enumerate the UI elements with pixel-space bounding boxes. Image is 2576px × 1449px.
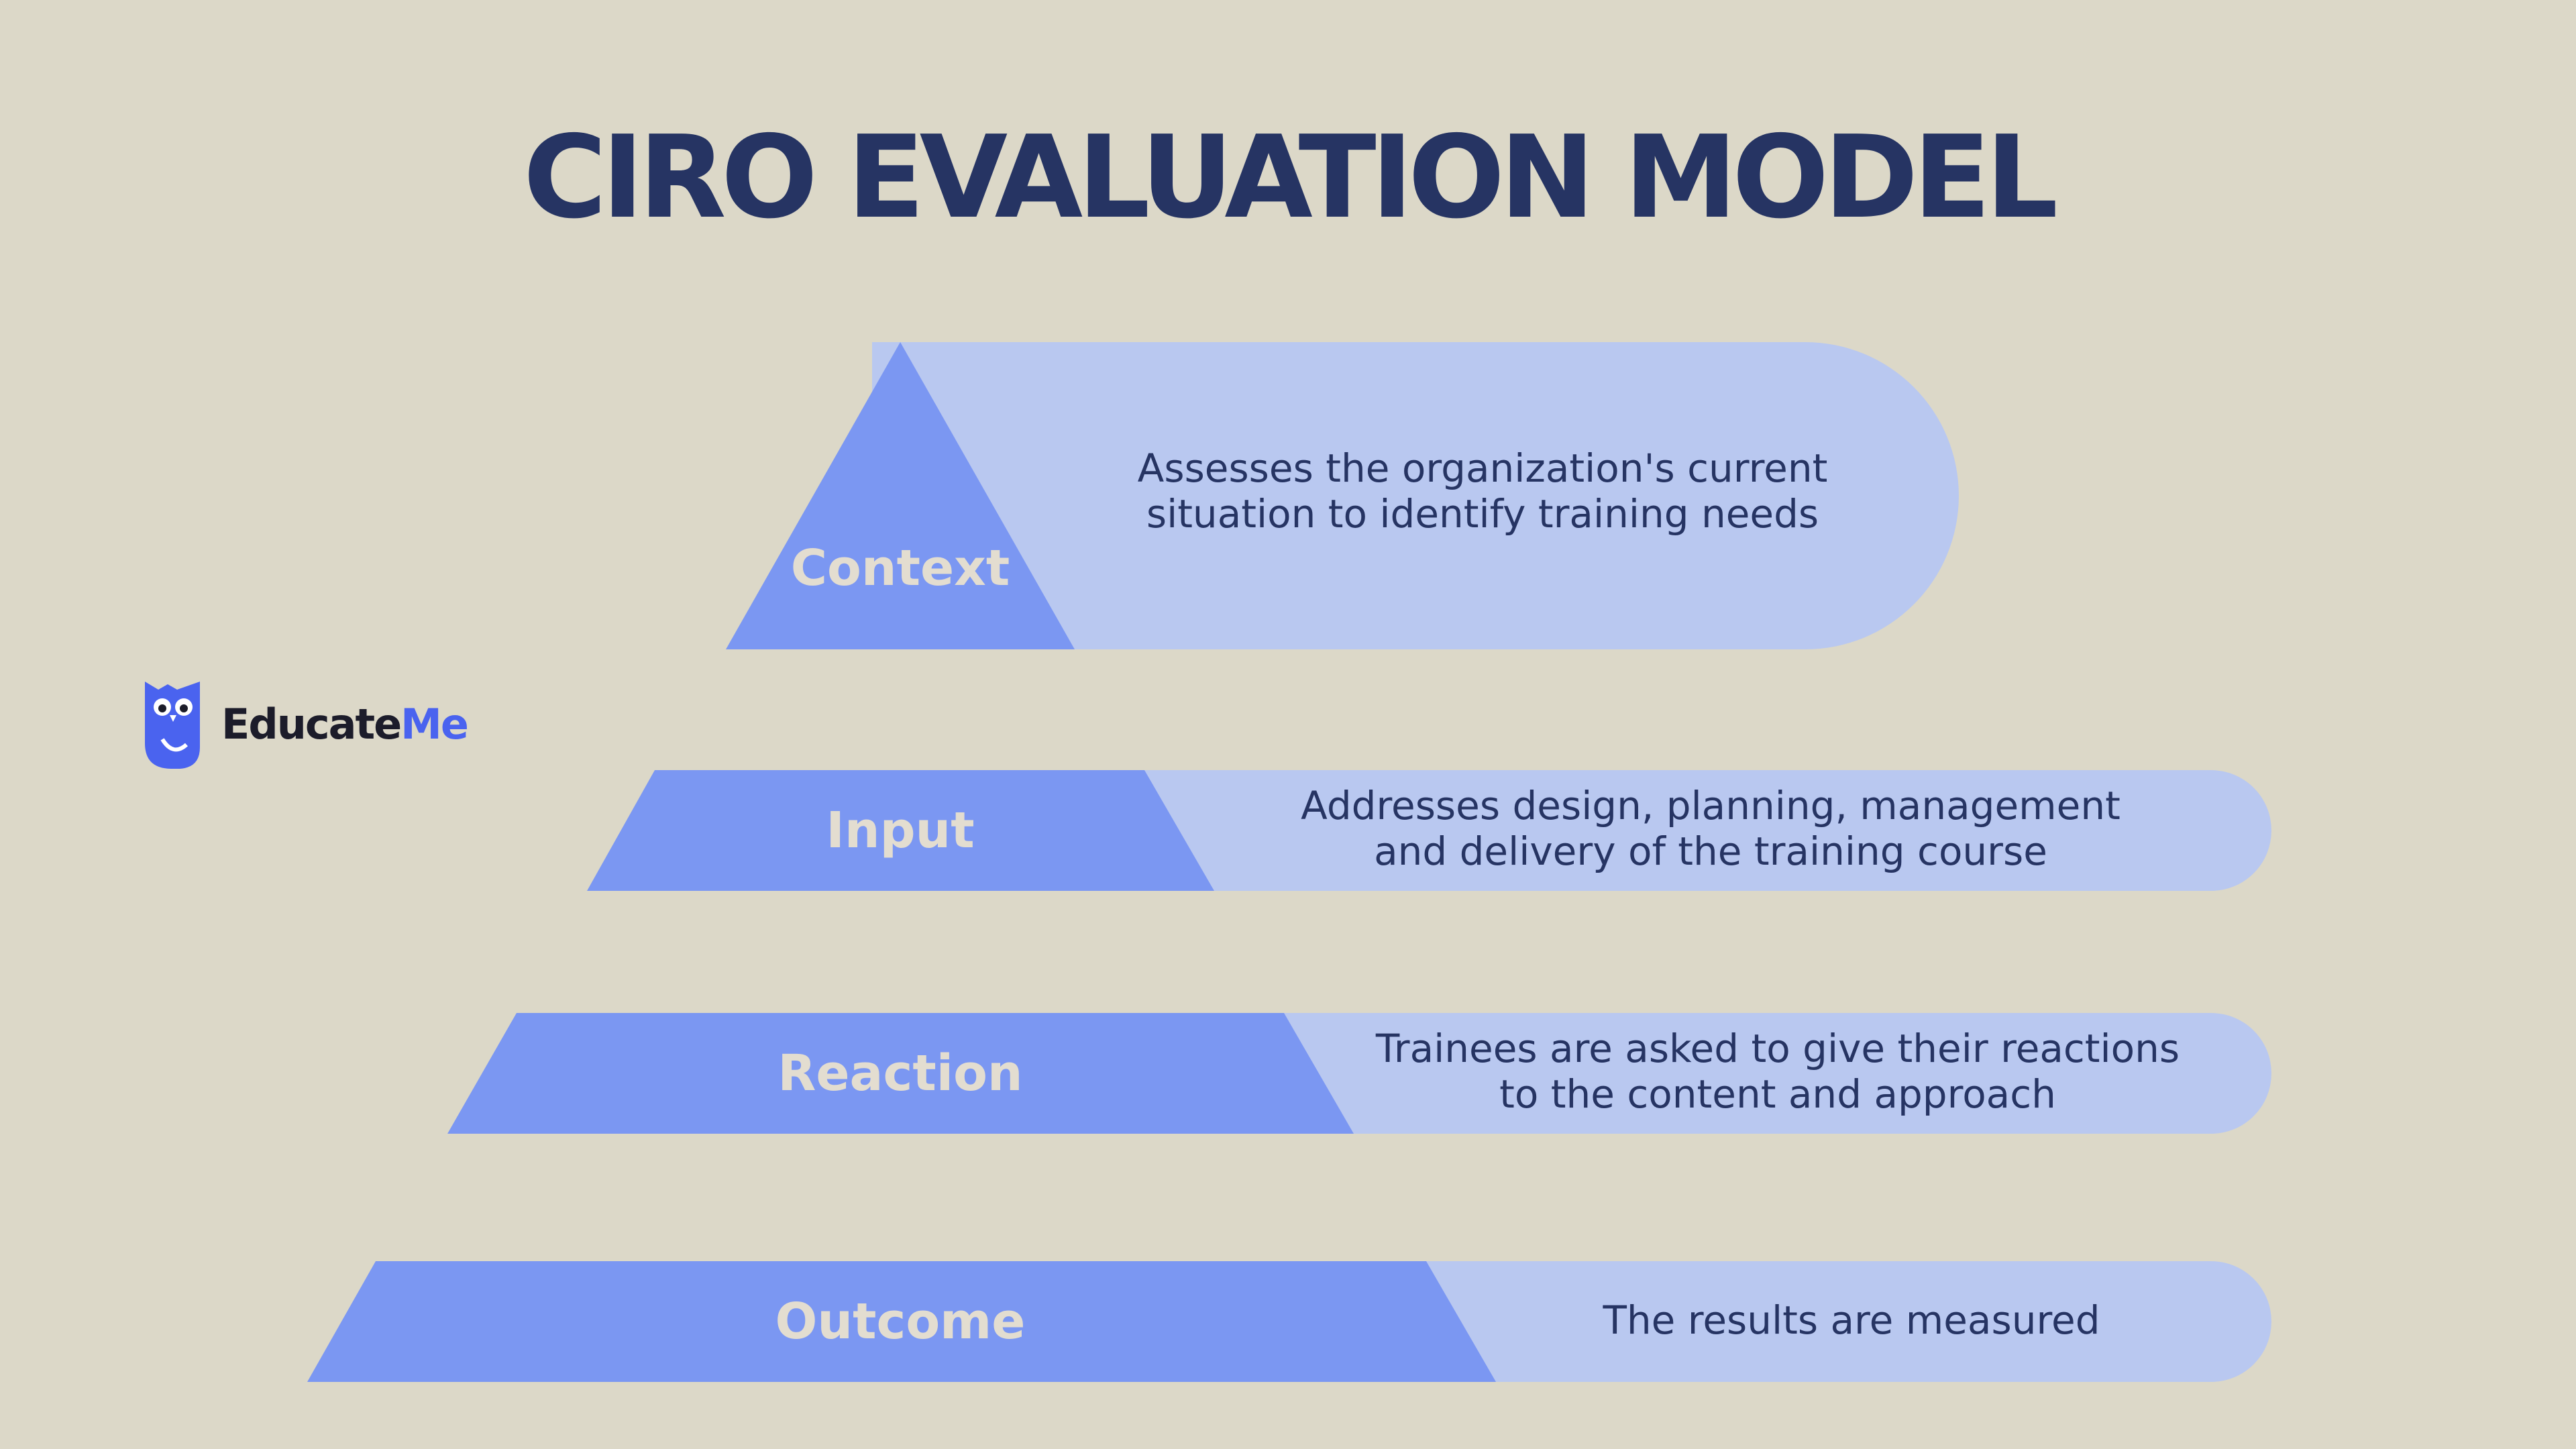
input-description-pill	[1073, 770, 2271, 891]
input-description: Addresses design, planning, management a…	[1221, 783, 2200, 874]
reaction-description-line-1: Trainees are asked to give their reactio…	[1375, 1026, 2180, 1071]
context-description-line-1: Assesses the organization's current	[1137, 445, 1828, 491]
wordmark-me: Me	[400, 700, 469, 749]
educateme-logo	[145, 682, 200, 769]
context-description-line-2: situation to identify training needs	[1146, 491, 1819, 537]
input-label: Input	[826, 802, 975, 859]
educateme-wordmark: EducateMe	[221, 698, 469, 751]
context-description-pill	[872, 342, 1959, 649]
reaction-description-pill	[1208, 1013, 2271, 1134]
reaction-description-line-2: to the content and approach	[1499, 1071, 2056, 1117]
owl-icon	[145, 682, 200, 769]
reaction-description: Trainees are asked to give their reactio…	[1342, 1026, 2214, 1117]
outcome-description-line-1: The results are measured	[1603, 1297, 2100, 1343]
context-description: Assesses the organization's current situ…	[1046, 445, 1919, 537]
input-description-line-2: and delivery of the training course	[1374, 828, 2047, 874]
reaction-label: Reaction	[777, 1044, 1023, 1102]
wordmark-educate: Educate	[221, 700, 402, 749]
input-description-line-1: Addresses design, planning, management	[1301, 783, 2121, 828]
page-title: CIRO EVALUATION MODEL	[523, 111, 2058, 244]
outcome-description: The results are measured	[1516, 1297, 2187, 1343]
outcome-description-pill	[1342, 1261, 2271, 1382]
outcome-label: Outcome	[775, 1293, 1026, 1350]
context-label: Context	[790, 539, 1010, 597]
